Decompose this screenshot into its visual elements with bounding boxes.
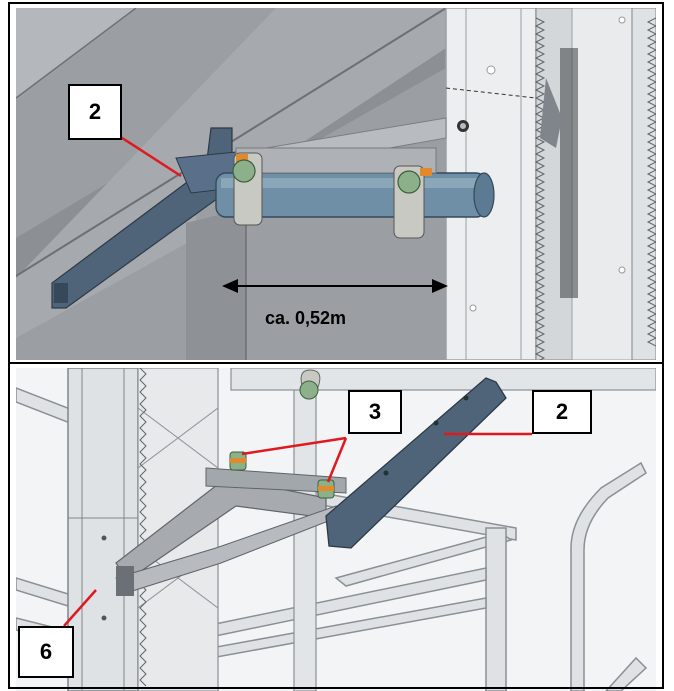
top-illustration-svg	[16, 8, 656, 360]
dimension-label: ca. 0,52m	[265, 308, 347, 328]
guard-rails	[570, 461, 648, 691]
panel-divider	[8, 362, 664, 364]
callout-2-bottom: 2	[532, 390, 592, 434]
leader-line-6	[63, 589, 97, 627]
support-bracket	[115, 377, 507, 596]
bottom-panel-illustration: 3 2 6	[16, 368, 656, 691]
callout-2-top: 2	[68, 84, 122, 140]
top-panel-illustration: ca. 0,52m 2	[16, 8, 656, 360]
small-clamps	[229, 451, 335, 499]
clamp-right	[393, 165, 432, 239]
clamp-left	[232, 152, 263, 226]
leader-line-2-top	[118, 134, 182, 178]
rack-teeth	[534, 17, 656, 360]
callout-6: 6	[18, 626, 74, 678]
leader-line-3b	[326, 437, 348, 483]
dimension-arrow	[222, 279, 448, 293]
leader-line-3a	[241, 436, 347, 456]
leader-lines-bottom	[63, 432, 532, 627]
callout-3: 3	[348, 390, 402, 434]
